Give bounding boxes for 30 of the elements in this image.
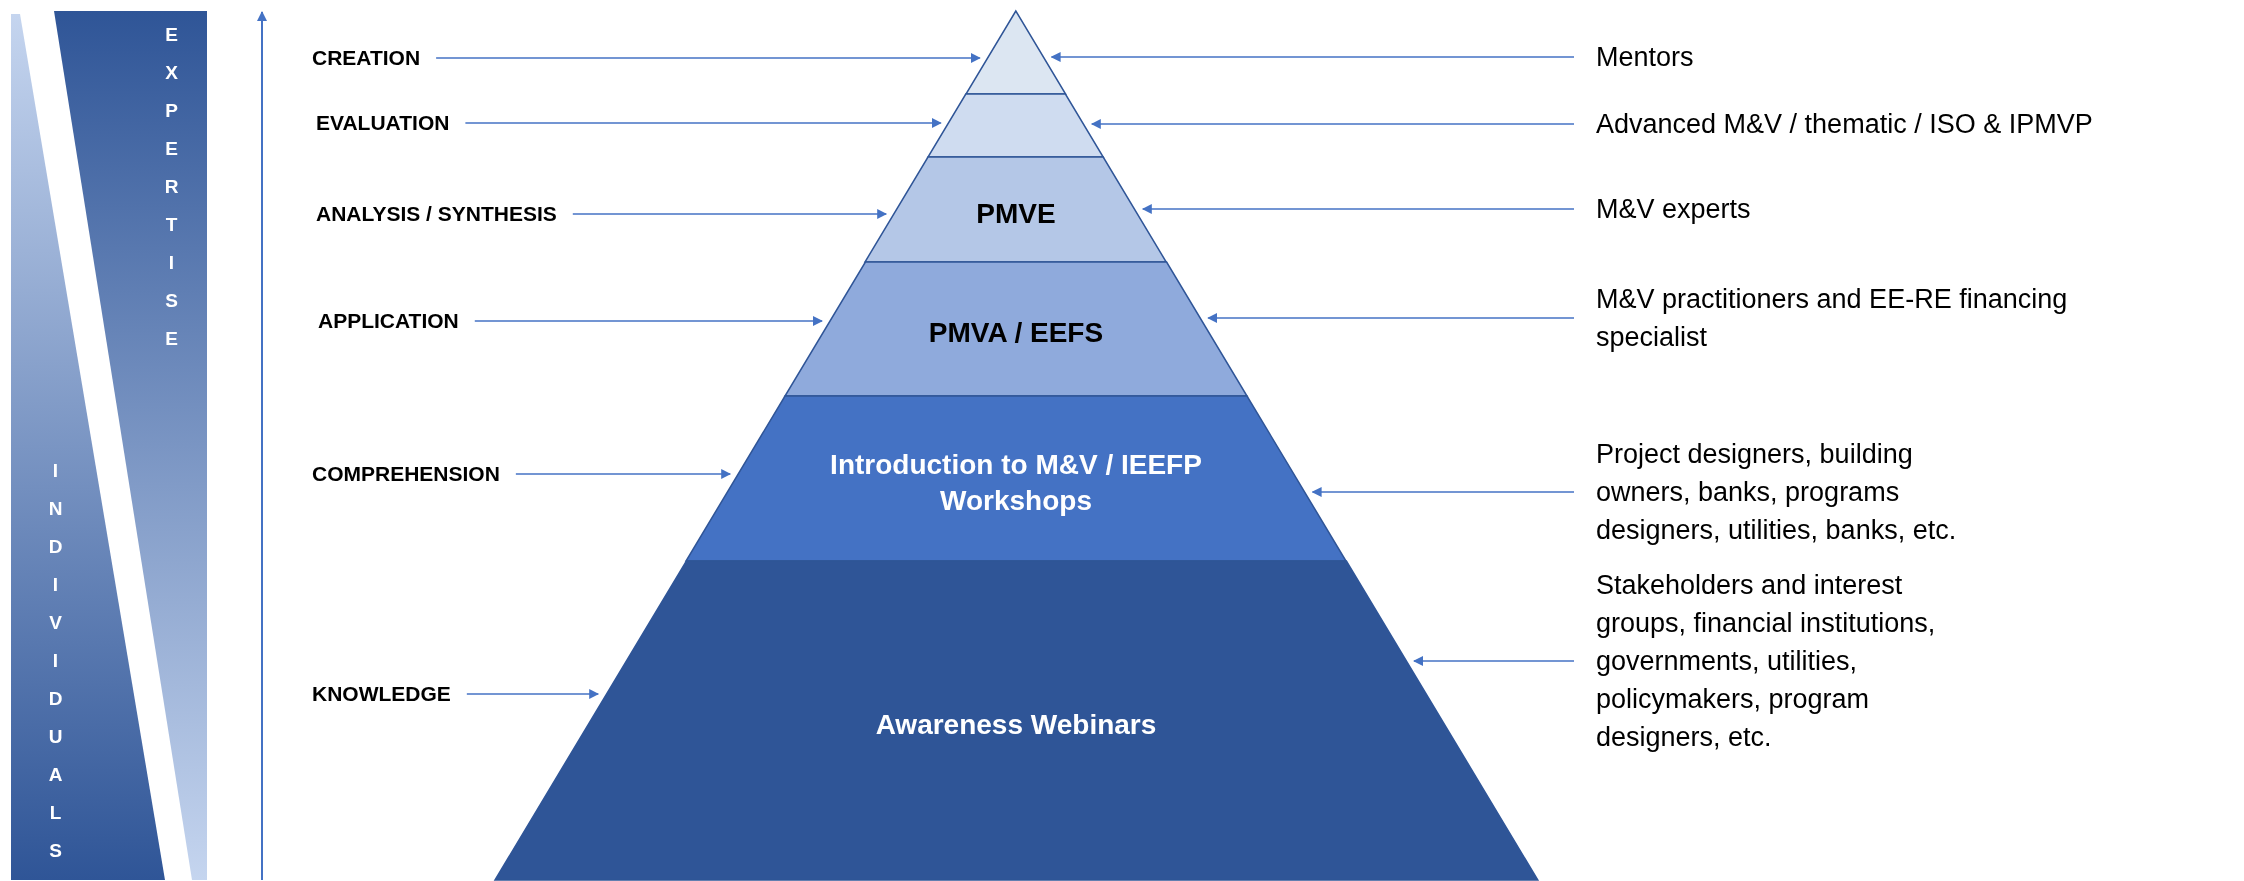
level-label: ANALYSIS / SYNTHESIS (316, 202, 557, 226)
layer-title: PMVA / EEFS (927, 316, 1105, 350)
arrow (474, 316, 823, 326)
level-label: COMPREHENSION (312, 462, 500, 486)
arrow (1141, 204, 1575, 214)
arrow (1090, 119, 1575, 129)
level-label: CREATION (312, 46, 421, 70)
arrow (464, 118, 942, 128)
level-label: APPLICATION (318, 309, 459, 333)
audience-label: Mentors (1596, 41, 1695, 74)
audience-label: Advanced M&V / thematic / ISO & IPMVP (1596, 108, 2094, 141)
layer-title: Awareness Webinars (874, 707, 1158, 742)
arrow (466, 689, 600, 699)
layer-title: Introduction to M&V / IEEFP Workshops (829, 447, 1203, 518)
arrow (1207, 313, 1575, 323)
arrow (1050, 52, 1575, 62)
level-label: EVALUATION (316, 111, 450, 135)
audience-label: M&V experts (1596, 193, 1752, 226)
vertical-label: INDIVIDUALS (44, 460, 66, 878)
arrow (572, 209, 888, 219)
arrow (435, 53, 981, 63)
level-label: KNOWLEDGE (312, 682, 451, 706)
arrow (515, 469, 732, 479)
arrow (1311, 487, 1575, 497)
arrow (1413, 656, 1575, 666)
vertical-label: EXPERTISE (160, 24, 182, 366)
layer-title: PMVE (975, 196, 1057, 231)
audience-label: Stakeholders and interest groups, financial institutions, governments, utilities, policymakers, program designers, etc. (1596, 569, 1937, 754)
audience-label: M&V practitioners and EE-RE financing specialist (1596, 283, 2069, 354)
audience-label: Project designers, building owners, banks, programs designers, utilities, banks, etc. (1596, 438, 1958, 547)
